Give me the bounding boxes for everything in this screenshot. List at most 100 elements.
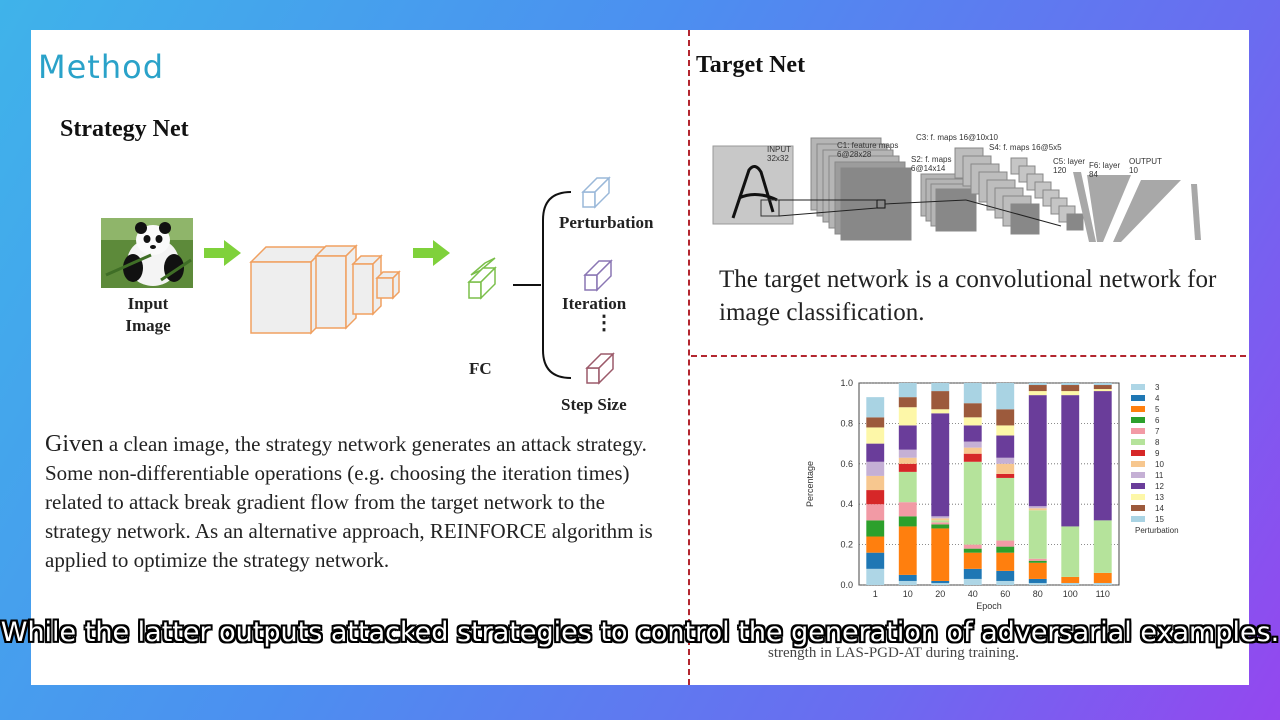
x-tick-label: 60: [1000, 589, 1010, 599]
bar-segment: [1028, 562, 1047, 579]
bar-segment: [866, 417, 885, 428]
legend-label: 13: [1155, 493, 1164, 502]
legend-swatch: [1131, 461, 1145, 467]
bar-segment: [866, 461, 885, 476]
bar-segment: [963, 417, 982, 426]
legend-label: 7: [1155, 427, 1160, 436]
legend-swatch: [1131, 505, 1145, 511]
slide-title: Method: [38, 48, 165, 86]
bar-segment: [931, 582, 950, 585]
bar-segment: [866, 443, 885, 462]
bar-segment: [866, 536, 885, 553]
y-tick-label: 0.0: [840, 580, 853, 590]
x-tick-label: 1: [873, 589, 878, 599]
bar-segment: [963, 447, 982, 454]
bar-segment: [931, 524, 950, 529]
bar-segment: [898, 407, 917, 426]
bar-segment: [898, 449, 917, 458]
bar-segment: [963, 544, 982, 549]
bar-segment: [1028, 383, 1047, 386]
bar-segment: [866, 427, 885, 444]
perturbation-block: [581, 176, 611, 209]
bar-segment: [898, 457, 917, 464]
x-tick-label: 40: [968, 589, 978, 599]
bar-segment: [996, 409, 1015, 426]
bar-segment: [1028, 506, 1047, 509]
x-axis-label: Epoch: [976, 601, 1002, 611]
figure-caption: strength in LAS-PGD-AT during training.: [768, 645, 1019, 661]
x-tick-label: 110: [1096, 589, 1110, 599]
bar-segment: [898, 502, 917, 517]
chart-frame: [858, 382, 1120, 586]
fc-block: [467, 257, 497, 300]
panda-image: [101, 218, 193, 288]
legend-label: 3: [1155, 383, 1160, 392]
strategy-net-diagram: [101, 176, 615, 385]
y-tick-label: 0.4: [840, 499, 853, 509]
bar-segment: [1028, 578, 1047, 583]
bar-segment: [996, 435, 1015, 458]
x-tick-label: 80: [1033, 589, 1043, 599]
output-label-step-size: Step Size: [561, 395, 627, 414]
bar-segment: [996, 580, 1015, 585]
bar-segment: [898, 425, 917, 450]
output-dots: ⋮: [594, 312, 614, 334]
bar-segment: [1093, 385, 1112, 390]
legend-swatch: [1131, 450, 1145, 456]
iteration-block: [583, 259, 613, 292]
target-net-heading: Target Net: [696, 52, 806, 78]
bar-segment: [996, 546, 1015, 553]
description-rest: a clean image, the strategy network gene…: [45, 432, 653, 572]
bar-segment: [866, 568, 885, 585]
bar-segment: [996, 383, 1015, 410]
svg-text:S4: f. maps 16@5x5: S4: f. maps 16@5x5: [989, 143, 1062, 152]
bar-segment: [866, 520, 885, 537]
legend-title: Perturbation: [1135, 526, 1179, 535]
bar-segment: [1093, 389, 1112, 392]
bar-segment: [996, 425, 1015, 436]
slide: Method Strategy Net Target Net: [31, 30, 1249, 685]
bar-segment: [898, 516, 917, 527]
legend-swatch: [1131, 384, 1145, 390]
bar-segment: [1061, 526, 1080, 577]
bar-segment: [1028, 560, 1047, 563]
bar-segment: [996, 540, 1015, 547]
bar-segment: [1028, 582, 1047, 585]
bar-segment: [931, 520, 950, 523]
strategy-net-figure: Input Image FC Perturbation Iteration ⋮ …: [91, 150, 654, 420]
bar-segment: [963, 548, 982, 553]
strategy-description: Given a clean image, the strategy networ…: [45, 430, 665, 575]
legend-swatch: [1131, 428, 1145, 434]
bar-segment: [898, 463, 917, 472]
bar-segment: [866, 504, 885, 521]
bar-segment: [931, 409, 950, 414]
y-axis-label: Percentage: [805, 461, 815, 507]
legend-label: 11: [1155, 471, 1164, 480]
bar-segment: [1061, 582, 1080, 585]
output-label-perturbation: Perturbation: [559, 213, 654, 232]
bar-segment: [996, 552, 1015, 571]
cnn-blocks: [249, 245, 328, 335]
bar-segment: [866, 552, 885, 569]
step-size-block: [585, 352, 615, 385]
bar-segment: [866, 397, 885, 418]
bar-segment: [1028, 385, 1047, 392]
bar-segment: [1093, 582, 1112, 585]
bar-segment: [1028, 558, 1047, 561]
y-tick-label: 0.6: [840, 459, 853, 469]
bar-segment: [963, 578, 982, 585]
legend-label: 12: [1155, 482, 1164, 491]
legend-swatch: [1131, 516, 1145, 522]
legend-swatch: [1131, 472, 1145, 478]
bar-segment: [931, 522, 950, 525]
bar-segment: [996, 463, 1015, 474]
legend-label: 6: [1155, 416, 1160, 425]
arrow-icon: [204, 240, 241, 266]
input-image-label: Input Image: [125, 294, 171, 335]
bar-segment: [931, 516, 950, 519]
y-tick-label: 0.2: [840, 540, 853, 550]
